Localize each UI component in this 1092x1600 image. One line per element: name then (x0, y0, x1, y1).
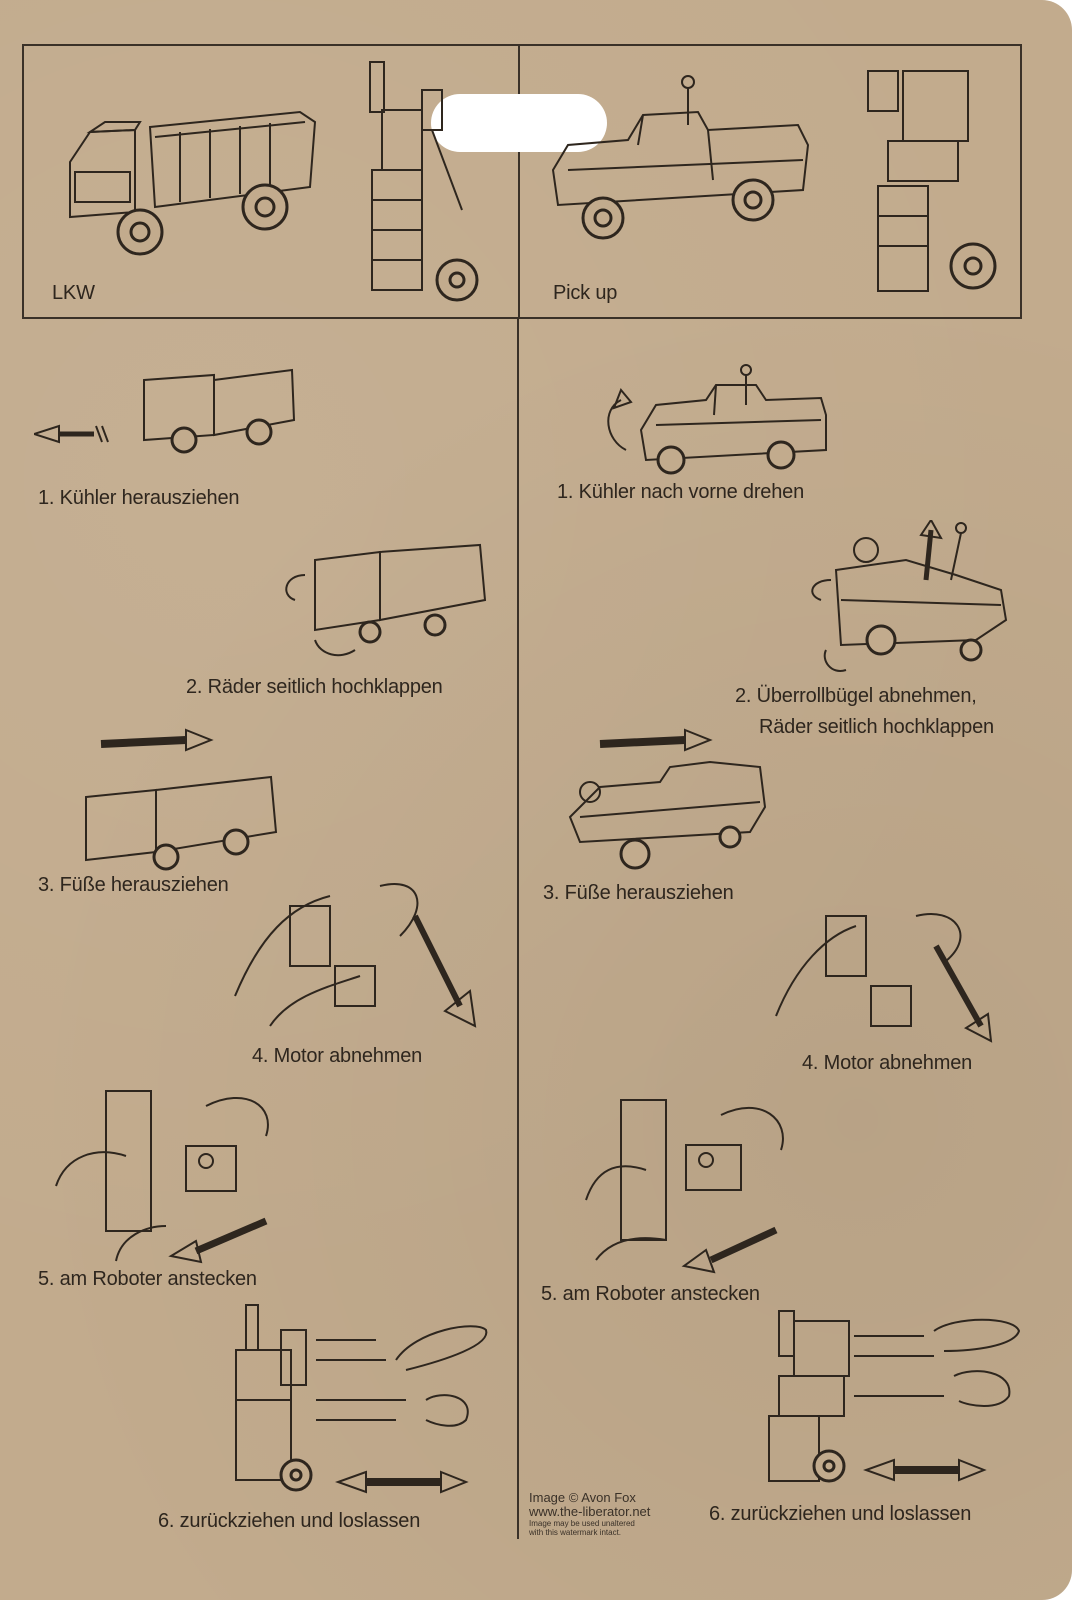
right-step5-label: 5. am Roboter anstecken (541, 1283, 760, 1305)
watermark: Image © Avon Fox www.the-liberator.net I… (529, 1490, 651, 1538)
watermark-line4: with this watermark intact. (529, 1528, 622, 1537)
right-step6-illustration (768, 1310, 1021, 1483)
left-step4-illustration (234, 883, 477, 1028)
pickup-robot-illustration (867, 70, 997, 292)
watermark-line2: www.the-liberator.net (529, 1504, 651, 1519)
pickup-truck-illustration (551, 75, 810, 240)
column-divider (517, 319, 519, 1539)
left-step2-label: 2. Räder seitlich hochklappen (186, 676, 443, 698)
left-step5-illustration (55, 1090, 269, 1264)
pickup-label: Pick up (553, 282, 618, 304)
lkw-label: LKW (52, 282, 95, 304)
right-step4-illustration (775, 913, 993, 1043)
left-step6-illustration (235, 1304, 488, 1494)
left-step2-illustration (285, 543, 487, 657)
left-step1-illustration (34, 368, 296, 454)
watermark-line1: Image © Avon Fox (529, 1490, 636, 1505)
right-step3-illustration (568, 728, 767, 870)
left-step6-label: 6. zurückziehen und loslassen (158, 1510, 421, 1532)
left-step3-illustration (85, 728, 278, 871)
hang-hole (431, 94, 607, 152)
left-step1-label: 1. Kühler herausziehen (38, 487, 240, 509)
left-step5-label: 5. am Roboter anstecken (38, 1268, 257, 1290)
left-step3-label: 3. Füße herausziehen (38, 874, 229, 896)
vehicle-overview-box (22, 44, 1022, 319)
right-step3-label: 3. Füße herausziehen (543, 882, 734, 904)
overview-divider (518, 44, 520, 319)
right-step2-label-line2: Räder seitlich hochklappen (759, 716, 994, 738)
right-step1-label: 1. Kühler nach vorne drehen (557, 481, 804, 503)
right-step1-illustration (607, 364, 827, 475)
left-step4-label: 4. Motor abnehmen (252, 1045, 423, 1067)
right-step5-illustration (585, 1099, 784, 1274)
right-step6-label: 6. zurückziehen und loslassen (709, 1503, 972, 1525)
watermark-line3: Image may be used unaltered (529, 1519, 635, 1528)
right-step4-label: 4. Motor abnehmen (802, 1052, 973, 1074)
right-step2-illustration (811, 520, 1008, 672)
lkw-truck-illustration (69, 110, 317, 256)
lkw-robot-illustration (369, 61, 479, 302)
right-step2-label-line1: 2. Überrollbügel abnehmen, (735, 685, 977, 707)
